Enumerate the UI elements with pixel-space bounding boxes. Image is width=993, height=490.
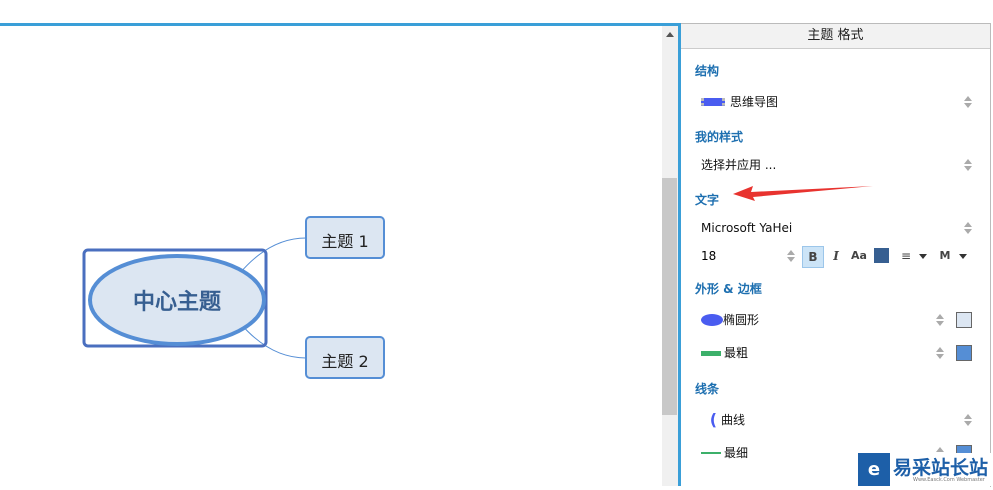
align-dropdown-icon[interactable] — [919, 254, 927, 259]
text-color-swatch[interactable] — [874, 248, 889, 263]
fill-color-swatch[interactable] — [956, 312, 972, 328]
format-panel: 主题 格式 结构 思维导图 我的样式 选择并应用 ... 文字 Microsof… — [681, 23, 991, 487]
my-style-value: 选择并应用 ... — [701, 158, 777, 172]
shape-select[interactable]: 椭圆形 — [701, 310, 972, 330]
section-text: 文字 — [695, 193, 720, 207]
top-border — [0, 23, 681, 26]
selection-box — [82, 248, 268, 348]
vertical-scrollbar[interactable] — [662, 26, 678, 486]
panel-divider — [678, 23, 681, 486]
more-dropdown-icon[interactable] — [959, 254, 967, 259]
curve-line-icon: ( — [709, 410, 717, 429]
bold-button[interactable]: B — [802, 246, 824, 268]
topic-2-shape — [305, 336, 385, 379]
thick-line-icon — [701, 350, 721, 356]
structure-value: 思维导图 — [730, 95, 779, 109]
section-shape-border: 外形 & 边框 — [695, 282, 762, 296]
ellipse-icon — [701, 314, 723, 326]
font-size-spinner-icon[interactable] — [787, 250, 795, 262]
border-color-swatch[interactable] — [956, 345, 972, 361]
spinner-icon — [964, 222, 972, 234]
thin-line-icon — [701, 452, 721, 454]
watermark-text: 易采站长站 — [893, 457, 989, 479]
my-style-select[interactable]: 选择并应用 ... — [701, 155, 972, 175]
panel-title: 主题 格式 — [681, 24, 990, 49]
spinner-icon — [964, 96, 972, 108]
italic-button[interactable]: I — [833, 249, 839, 263]
font-family-select[interactable]: Microsoft YaHei — [701, 218, 972, 238]
scroll-up-icon[interactable] — [666, 32, 674, 37]
line-style-value: 曲线 — [721, 413, 746, 427]
central-topic-shape — [88, 254, 266, 346]
central-topic[interactable]: 中心主题 — [132, 290, 221, 315]
spinner-icon — [936, 347, 944, 359]
section-my-style: 我的样式 — [695, 130, 744, 144]
font-size-input[interactable]: 18 — [701, 249, 717, 263]
structure-select[interactable]: 思维导图 — [701, 92, 972, 112]
spinner-icon — [964, 414, 972, 426]
connector-topic2 — [239, 322, 307, 359]
shape-value: 椭圆形 — [723, 313, 760, 327]
section-line: 线条 — [695, 382, 720, 396]
more-text-button[interactable]: M — [939, 249, 951, 262]
mindmap-connections — [82, 216, 385, 379]
watermark-subtext: Www.Easck.Com Webmaster — [913, 477, 985, 483]
text-case-button[interactable]: Aa — [851, 249, 867, 262]
line-width-value: 最细 — [724, 446, 749, 460]
spinner-icon — [964, 159, 972, 171]
red-arrow-annotation — [733, 186, 873, 201]
mindmap-structure-icon — [701, 98, 725, 106]
border-width-select[interactable]: 最粗 — [701, 343, 972, 363]
mindmap-canvas[interactable]: 中心主题 主题 1 主题 2 — [0, 26, 662, 486]
section-structure: 结构 — [695, 64, 720, 78]
border-value: 最粗 — [724, 346, 749, 360]
topic-1-shape — [305, 216, 385, 259]
align-button[interactable]: ≡ — [900, 249, 912, 263]
font-family-value: Microsoft YaHei — [701, 221, 793, 235]
watermark-logo-icon: e — [858, 453, 890, 486]
connector-topic1 — [239, 237, 307, 274]
topic-2[interactable]: 主题 2 — [321, 352, 369, 371]
topic-1[interactable]: 主题 1 — [321, 232, 369, 251]
spinner-icon — [936, 314, 944, 326]
line-style-select[interactable]: ( 曲线 — [701, 410, 972, 430]
scrollbar-thumb[interactable] — [662, 178, 677, 415]
watermark: e 易采站长站 Www.Easck.Com Webmaster — [858, 453, 993, 486]
